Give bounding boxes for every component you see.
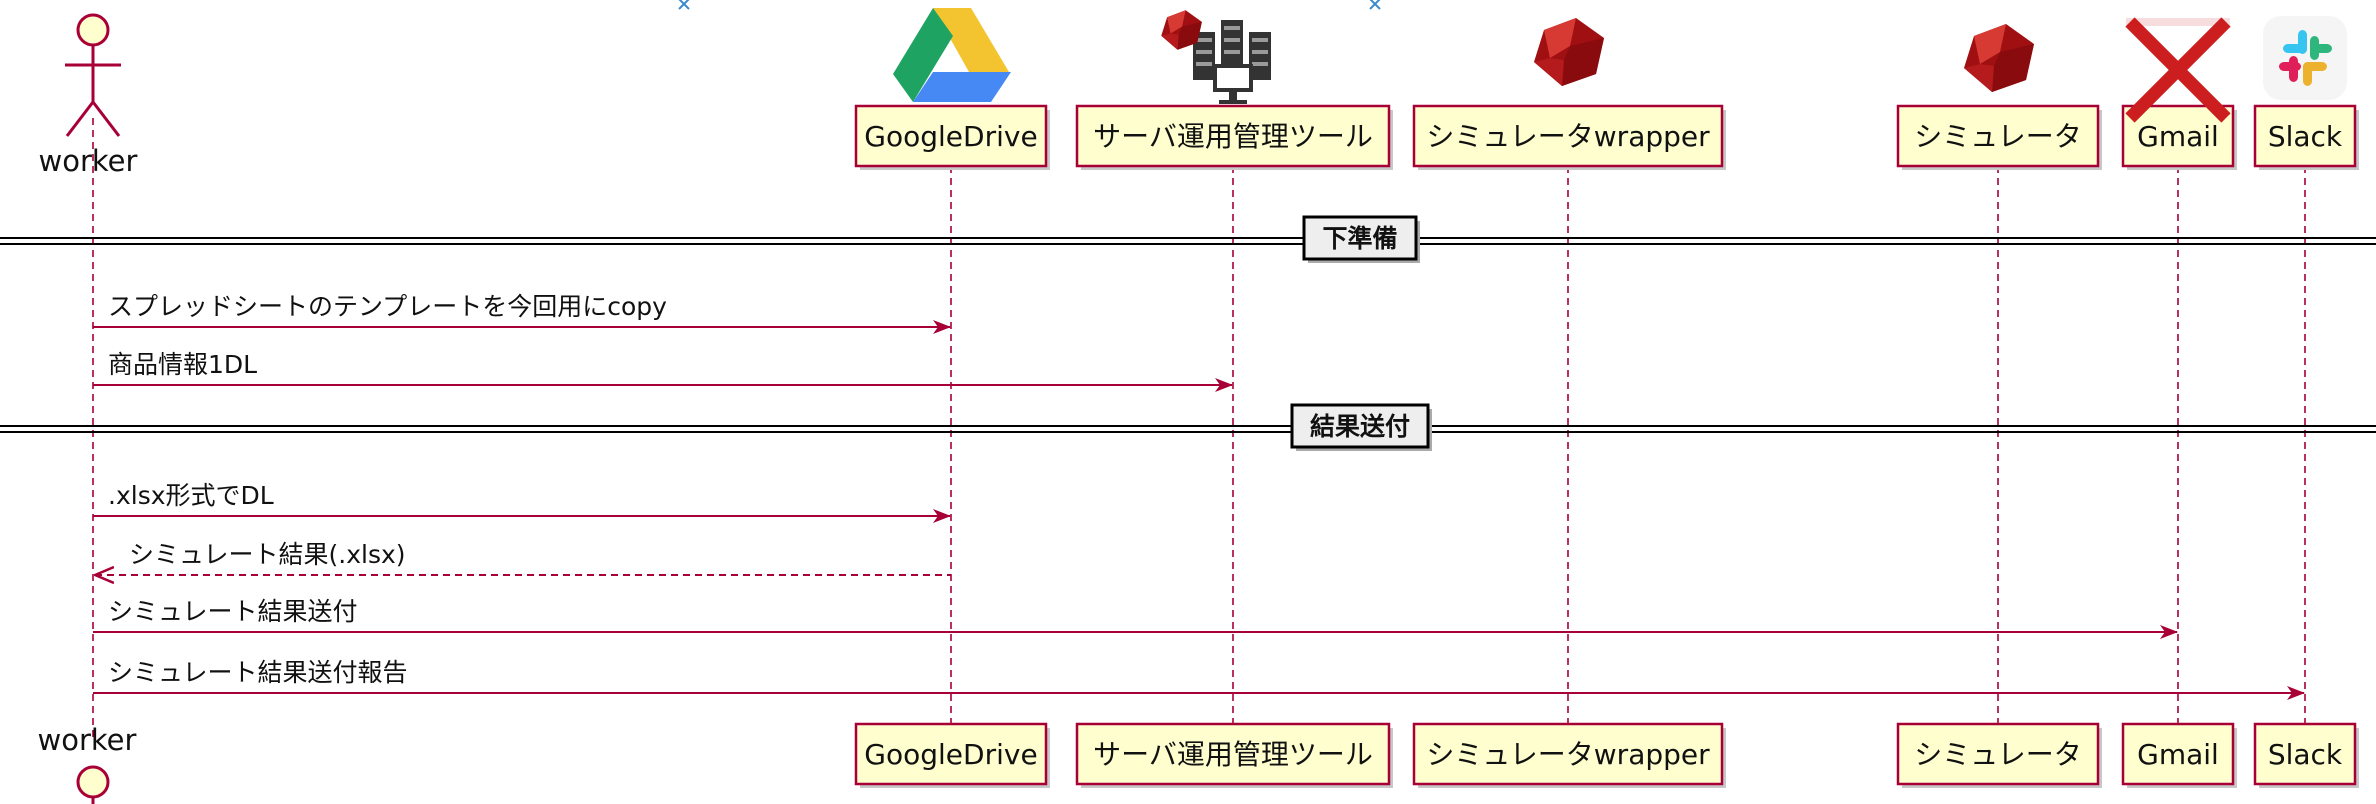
participant-label: サーバ運用管理ツール (1093, 120, 1373, 153)
participant-box (1896, 722, 2100, 786)
participant-label: シミュレータ (1914, 738, 2081, 771)
participant-label: サーバ運用管理ツール (1093, 738, 1373, 771)
participant-label: GoogleDrive (864, 738, 1037, 771)
crossed-out-icon (2125, 17, 2231, 123)
participant-box (2253, 104, 2357, 168)
message-4: シミュレート結果送付 (93, 597, 2178, 639)
ruby-icon (1964, 24, 2034, 92)
message-2: .xlsx形式でDL (93, 481, 951, 523)
participant-box (1412, 104, 1724, 168)
participant-box (1412, 722, 1724, 786)
message-label: シミュレート結果送付報告 (108, 658, 408, 687)
ruby-icon (1161, 10, 1202, 50)
participant-slack-bottom: Slack (2253, 722, 2359, 788)
message-label: 商品情報1DL (108, 350, 257, 379)
participant-server_tool-top: サーバ運用管理ツール (1075, 104, 1393, 170)
participant-label: シミュレータwrapper (1426, 738, 1710, 771)
message-5: シミュレート結果送付報告 (93, 658, 2305, 700)
message-0: スプレッドシートのテンプレートを今回用にcopy (93, 292, 951, 334)
participant-label: Slack (2268, 738, 2343, 771)
ruby-icon (1534, 18, 1604, 86)
close-icon (678, 0, 690, 10)
participant-box (854, 722, 1048, 786)
close-icon (1369, 0, 1381, 10)
actor-worker-bottom: worker (38, 723, 137, 804)
message-label: スプレッドシートのテンプレートを今回用にcopy (108, 292, 667, 321)
actor-label: worker (39, 144, 138, 178)
message-label: シミュレート結果(.xlsx) (129, 540, 406, 569)
participant-box (1075, 104, 1391, 168)
participant-googledrive-top: GoogleDrive (854, 104, 1050, 170)
participant-label: Slack (2268, 120, 2343, 153)
participant-box (2121, 104, 2235, 168)
stick-figure-head (76, 765, 110, 799)
slack-icon (2263, 16, 2347, 100)
participant-box (854, 104, 1048, 168)
participant-box (2121, 722, 2235, 786)
separator-label: 下準備 (1322, 224, 1397, 253)
participant-gmail-top: Gmail (2121, 104, 2237, 170)
participant-sim_wrapper-top: シミュレータwrapper (1412, 104, 1726, 170)
participant-label: Gmail (2137, 738, 2219, 771)
message-3: シミュレート結果(.xlsx) (95, 540, 951, 575)
participant-slack-top: Slack (2253, 104, 2359, 170)
server-icon (1193, 20, 1271, 104)
participant-box (1896, 104, 2100, 168)
participant-gmail-bottom: Gmail (2121, 722, 2237, 788)
participant-sim_wrapper-bottom: シミュレータwrapper (1412, 722, 1726, 788)
participant-label: シミュレータwrapper (1426, 120, 1710, 153)
participant-box (1075, 722, 1391, 786)
separator-box (1290, 403, 1430, 449)
separator-1: 結果送付 (0, 403, 2376, 451)
message-label: シミュレート結果送付 (108, 597, 358, 626)
separator-label: 結果送付 (1310, 412, 1410, 441)
actor-worker-top: worker (39, 13, 138, 178)
participant-googledrive-bottom: GoogleDrive (854, 722, 1050, 788)
separator-0: 下準備 (0, 215, 2376, 263)
separator-box (1302, 215, 1418, 261)
participant-label: Gmail (2137, 120, 2219, 153)
participant-label: シミュレータ (1914, 120, 2081, 153)
google-drive-icon (893, 8, 1011, 102)
message-label: .xlsx形式でDL (108, 481, 274, 510)
participant-server_tool-bottom: サーバ運用管理ツール (1075, 722, 1393, 788)
participant-simulator-top: シミュレータ (1896, 104, 2102, 170)
top-edge-marks (678, 0, 1381, 10)
message-1: 商品情報1DL (93, 350, 1233, 392)
participant-simulator-bottom: シミュレータ (1896, 722, 2102, 788)
stick-figure-head (76, 13, 110, 47)
participant-label: GoogleDrive (864, 120, 1037, 153)
actor-label: worker (38, 723, 137, 757)
participant-box (2253, 722, 2357, 786)
